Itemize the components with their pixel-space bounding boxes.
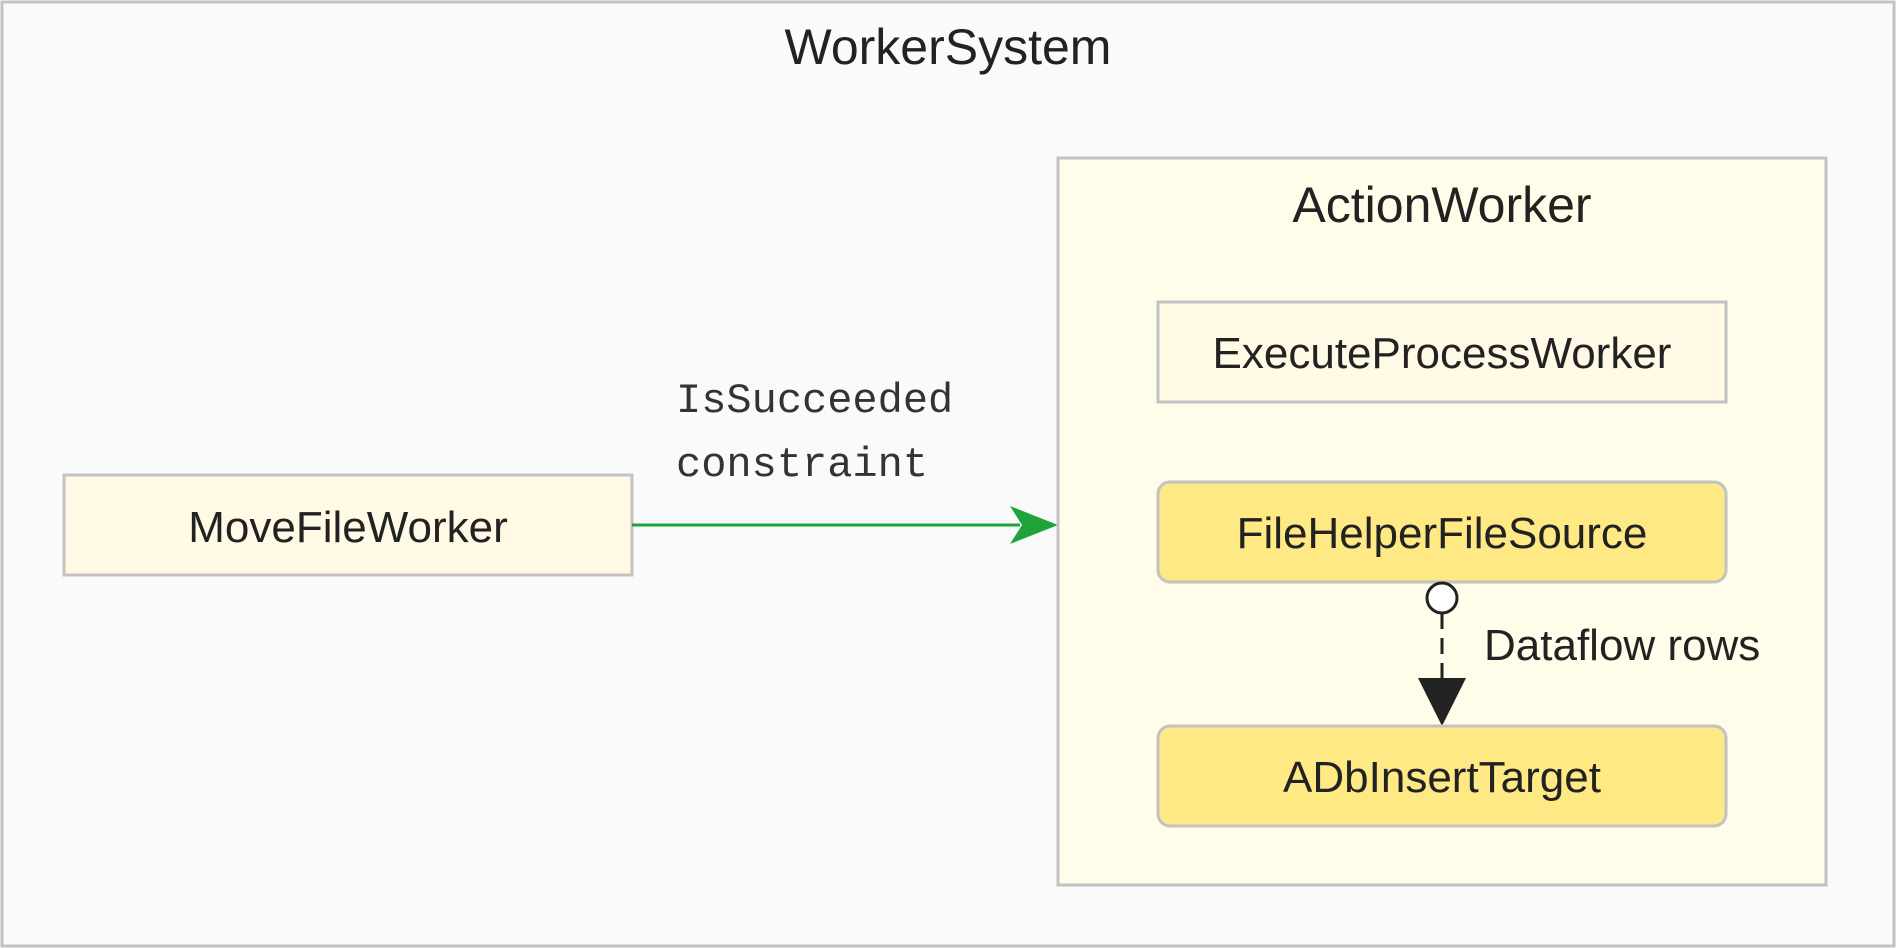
dataflow-arrowhead bbox=[1418, 678, 1466, 726]
file-helper-file-source-node[interactable]: FileHelperFileSource bbox=[1156, 480, 1728, 584]
action-worker-title: ActionWorker bbox=[1292, 177, 1591, 233]
constraint-label-line2: constraint bbox=[676, 441, 928, 489]
constraint-edge: IsSucceeded constraint bbox=[632, 377, 1058, 544]
dataflow-label: Dataflow rows bbox=[1484, 621, 1760, 670]
adb-insert-target-label: ADbInsertTarget bbox=[1283, 753, 1601, 802]
execute-process-worker-label: ExecuteProcessWorker bbox=[1213, 329, 1672, 378]
file-helper-file-source-label: FileHelperFileSource bbox=[1237, 509, 1648, 558]
adb-insert-target-node[interactable]: ADbInsertTarget bbox=[1156, 724, 1728, 828]
move-file-worker-node[interactable]: MoveFileWorker bbox=[62, 473, 634, 577]
execute-process-worker-node[interactable]: ExecuteProcessWorker bbox=[1156, 300, 1728, 404]
dataflow-port-circle bbox=[1425, 581, 1459, 615]
worker-system-title: WorkerSystem bbox=[785, 19, 1112, 75]
constraint-label-line1: IsSucceeded bbox=[676, 377, 953, 425]
constraint-arrowhead bbox=[1010, 506, 1058, 544]
move-file-worker-label: MoveFileWorker bbox=[188, 503, 507, 552]
dataflow-edge: Dataflow rows bbox=[1418, 581, 1760, 726]
